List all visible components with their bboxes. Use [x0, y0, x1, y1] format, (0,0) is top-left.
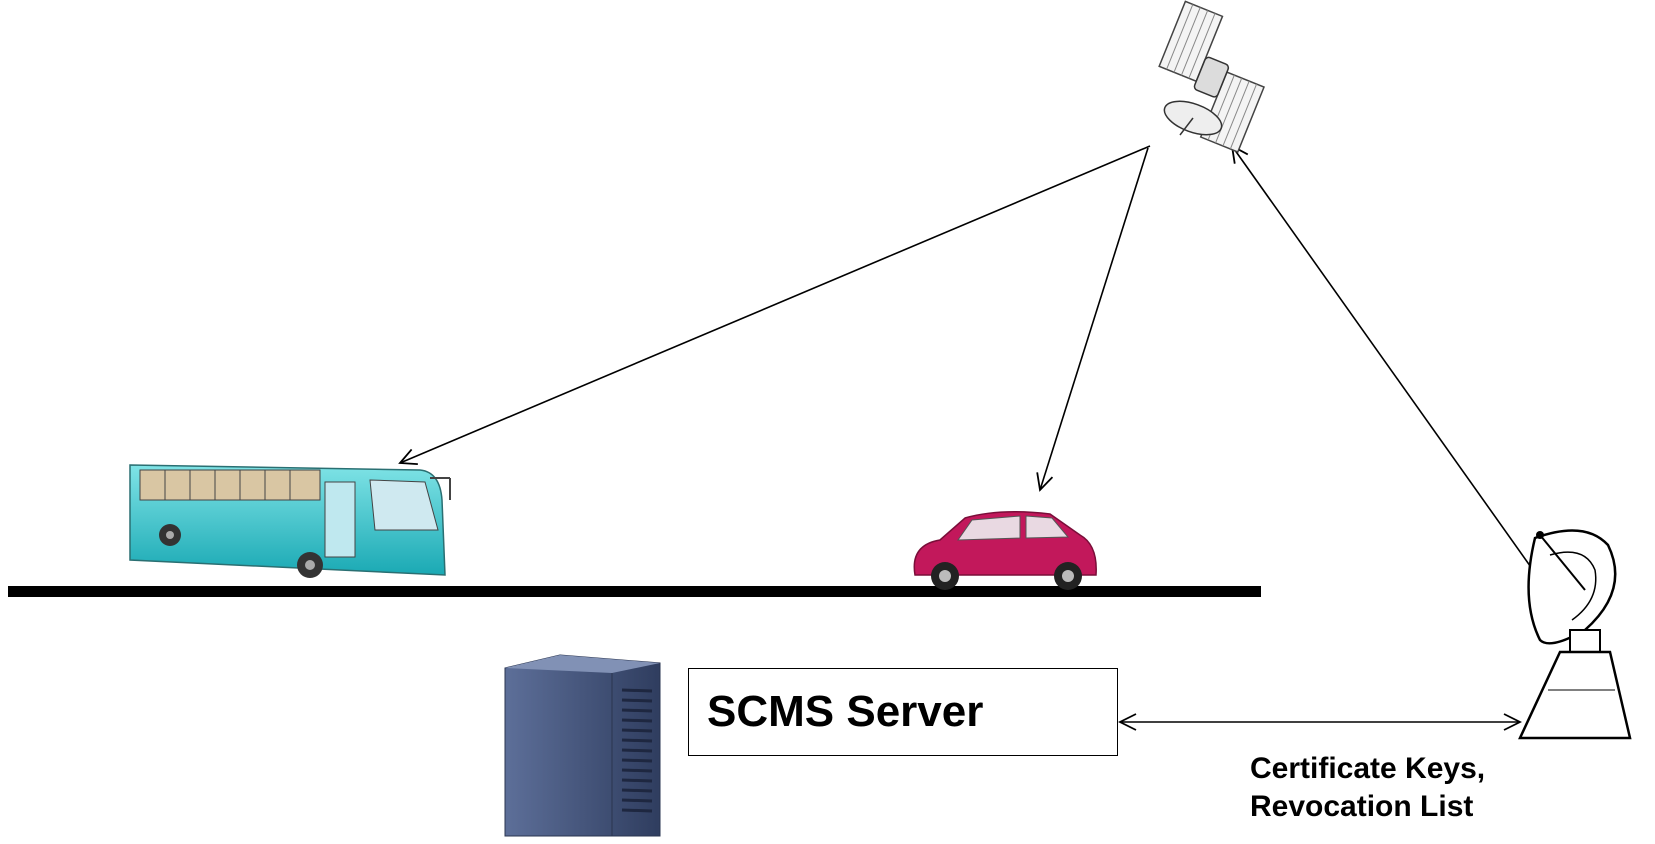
link-description-line1: Certificate Keys, — [1250, 752, 1486, 785]
arrow-dish-to-satellite — [1232, 146, 1534, 571]
bus-icon — [129, 464, 451, 578]
road — [8, 586, 1261, 597]
arrow-satellite-to-car — [1040, 147, 1149, 490]
satellite-dish-icon — [1518, 529, 1632, 740]
scms-server-text: SCMS Server — [707, 687, 984, 736]
arrow-satellite-to-bus — [400, 145, 1151, 463]
scms-server-label: SCMS Server — [688, 668, 1118, 756]
car-icon — [913, 511, 1097, 590]
server-icon — [504, 654, 661, 837]
satellite-icon — [1158, 0, 1265, 153]
link-description-line2: Revocation List — [1250, 790, 1474, 823]
link-description: Certificate Keys, Revocation List — [1250, 750, 1485, 826]
